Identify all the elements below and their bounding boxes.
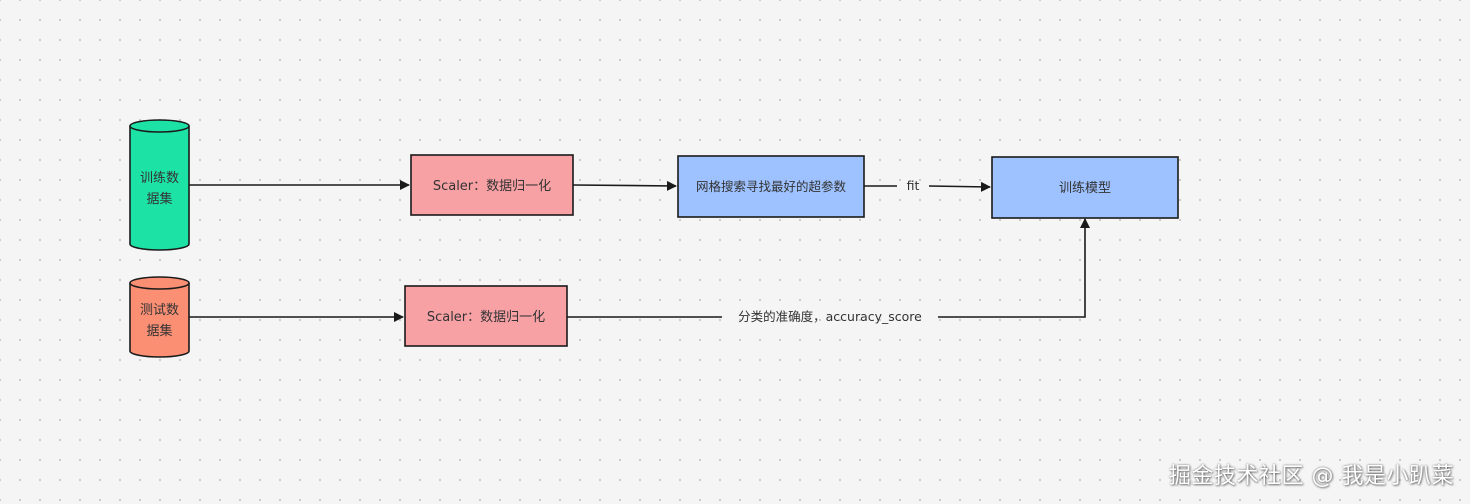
test-cylinder-body: [129, 283, 190, 358]
grid-search-node[interactable]: 网格搜索寻找最好的超参数: [677, 155, 865, 218]
train-data-label-line1: 训练数: [140, 171, 179, 186]
test-data-label-line1: 测试数: [140, 303, 179, 318]
scaler-test-box: [404, 285, 568, 347]
train-model-box: [991, 156, 1179, 219]
train-model-label: 训练模型: [1059, 181, 1111, 196]
edge-scaler-to-search: [572, 180, 677, 191]
train-model-node[interactable]: 训练模型: [991, 156, 1179, 219]
test-cylinder-top: [129, 276, 190, 290]
edge-score-label-to-model: [938, 218, 1090, 318]
scaler-train-node[interactable]: Scaler：数据归一化: [410, 154, 574, 216]
train-data-cylinder[interactable]: 训练数 据集: [129, 119, 190, 251]
edge-fit-label-to-model: [928, 181, 991, 192]
scaler-test-node[interactable]: Scaler：数据归一化: [404, 285, 568, 347]
train-cylinder-body: [129, 126, 190, 251]
edges-layer: [189, 180, 1090, 322]
grid-search-label: 网格搜索寻找最好的超参数: [696, 179, 847, 194]
test-data-label-line2: 据集: [146, 323, 172, 339]
train-data-label-line2: 据集: [146, 191, 172, 207]
scaler-train-box: [410, 154, 574, 216]
test-data-cylinder[interactable]: 测试数 据集: [129, 276, 190, 358]
watermark: 掘金技术社区 @ 我是小趴菜: [1169, 464, 1454, 489]
accuracy-score-edge-label: 分类的准确度，accuracy_score: [738, 309, 922, 324]
scaler-train-label: Scaler：数据归一化: [433, 179, 551, 194]
scaler-test-label: Scaler：数据归一化: [427, 310, 545, 325]
grid-search-box: [677, 155, 865, 218]
fit-edge-label: fit: [907, 178, 920, 193]
train-cylinder-top: [129, 119, 190, 133]
